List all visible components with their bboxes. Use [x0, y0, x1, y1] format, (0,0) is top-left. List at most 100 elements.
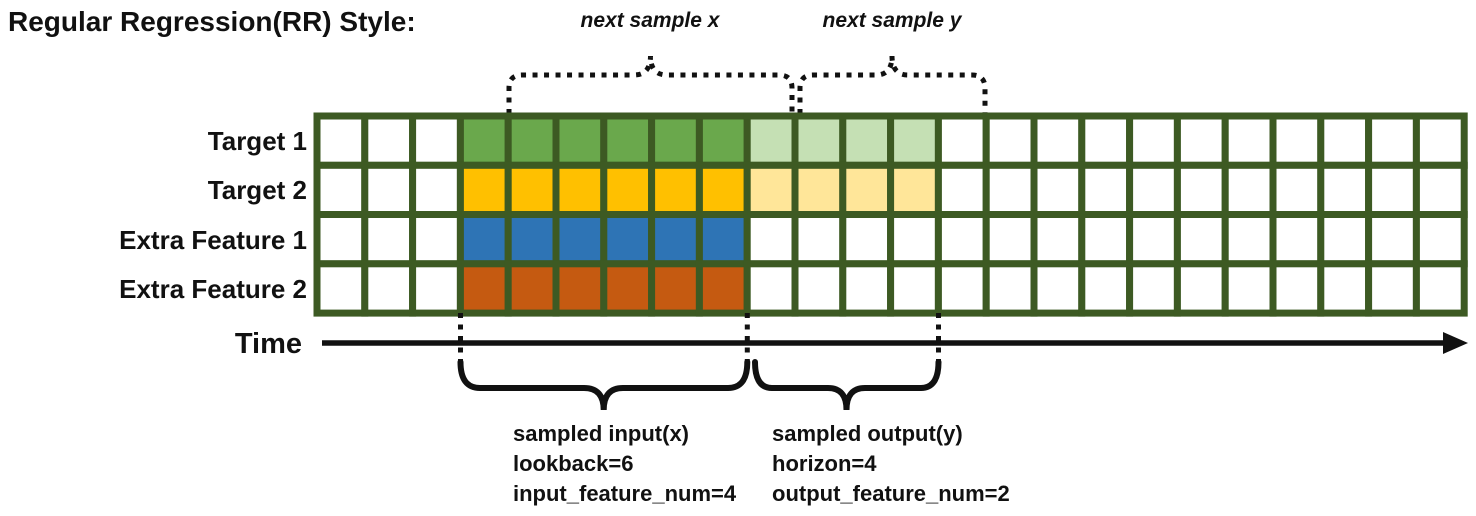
grid-cell	[313, 260, 369, 317]
grid-cell	[743, 211, 799, 268]
grid-cell	[361, 112, 417, 169]
grid-cell	[600, 211, 656, 268]
grid-cell	[1365, 260, 1420, 317]
grid-cell	[1317, 161, 1373, 219]
next-sample-x-brace	[506, 55, 795, 114]
grid-cell	[1365, 112, 1420, 169]
grid-cell	[409, 112, 464, 169]
grid-cell	[982, 260, 1038, 317]
sampled-input-annotation: sampled input(x) lookback=6 input_featur…	[513, 421, 737, 506]
grid-cell	[504, 260, 560, 317]
time-axis-label: Time	[235, 328, 302, 360]
grid-cell	[791, 161, 847, 219]
grid-cell	[934, 161, 990, 219]
grid-cell	[743, 260, 799, 317]
grid-cell	[1030, 211, 1086, 268]
grid-cell	[1317, 211, 1373, 268]
grid-cell	[1412, 112, 1468, 169]
grid-cell	[934, 112, 990, 169]
grid-cell	[1221, 211, 1277, 268]
grid-cell	[1078, 211, 1134, 268]
grid-cell	[1078, 112, 1134, 169]
grid-cell	[313, 112, 369, 169]
grid-cell	[409, 260, 464, 317]
time-axis-arrowhead-icon	[1443, 332, 1468, 354]
row-label-target-2: Target 2	[208, 175, 307, 205]
next-sample-x-label: next sample x	[581, 9, 721, 32]
grid-cell	[648, 161, 703, 219]
sampled-output-annotation: sampled output(y) horizon=4 output_featu…	[772, 421, 1010, 506]
grid-cell	[552, 260, 608, 317]
sampled-input-brace	[457, 359, 751, 411]
grid-cell	[1221, 161, 1277, 219]
grid-cell	[1030, 161, 1086, 219]
grid-cell	[409, 161, 464, 219]
grid-cell	[1269, 211, 1325, 268]
grid-cell	[791, 112, 847, 169]
grid-cell	[552, 161, 608, 219]
grid-cell	[552, 211, 608, 268]
grid-cell	[887, 112, 942, 169]
grid-cell	[600, 161, 656, 219]
grid-cell	[887, 211, 942, 268]
grid-cell	[839, 161, 895, 219]
grid-cell	[648, 260, 703, 317]
grid-cell	[1173, 211, 1229, 268]
grid-cell	[1173, 112, 1229, 169]
feature-time-grid	[313, 112, 1468, 317]
grid-cell	[1317, 260, 1373, 317]
grid-cell	[1078, 161, 1134, 219]
grid-cell	[887, 161, 942, 219]
grid-cell	[1412, 211, 1468, 268]
grid-cell	[1030, 112, 1086, 169]
grid-cell	[504, 112, 560, 169]
output-feature-num-value: output_feature_num=2	[772, 481, 1010, 506]
grid-cell	[695, 112, 751, 169]
grid-cell	[1365, 211, 1420, 268]
next-sample-y-brace	[797, 55, 988, 114]
grid-cell	[1269, 260, 1325, 317]
grid-cell	[695, 211, 751, 268]
row-label-extra-feature-2: Extra Feature 2	[119, 274, 307, 304]
grid-cell	[1317, 112, 1373, 169]
sampled-input-title: sampled input(x)	[513, 421, 689, 446]
grid-cell	[839, 112, 895, 169]
grid-cell	[504, 211, 560, 268]
grid-cell	[456, 112, 512, 169]
grid-cell	[695, 161, 751, 219]
grid-cell	[600, 260, 656, 317]
grid-cell	[1173, 260, 1229, 317]
grid-cell	[934, 260, 990, 317]
grid-cell	[982, 161, 1038, 219]
grid-cell	[839, 211, 895, 268]
grid-cell	[791, 211, 847, 268]
row-label-extra-feature-1: Extra Feature 1	[119, 225, 307, 255]
grid-cell	[1269, 112, 1325, 169]
grid-cell	[1221, 112, 1277, 169]
horizon-value: horizon=4	[772, 451, 877, 476]
grid-cell	[1173, 161, 1229, 219]
grid-cell	[456, 260, 512, 317]
grid-cell	[1412, 161, 1468, 219]
row-label-target-1: Target 1	[208, 126, 307, 156]
grid-cell	[1126, 211, 1181, 268]
grid-cell	[982, 112, 1038, 169]
grid-cell	[1078, 260, 1134, 317]
grid-cell	[887, 260, 942, 317]
grid-cell	[361, 161, 417, 219]
grid-cell	[743, 161, 799, 219]
grid-cell	[313, 211, 369, 268]
lookback-value: lookback=6	[513, 451, 633, 476]
grid-cell	[409, 211, 464, 268]
grid-cell	[648, 211, 703, 268]
input-feature-num-value: input_feature_num=4	[513, 481, 737, 506]
grid-cell	[456, 161, 512, 219]
grid-cell	[504, 161, 560, 219]
grid-cell	[695, 260, 751, 317]
grid-cell	[1412, 260, 1468, 317]
grid-cell	[1365, 161, 1420, 219]
grid-cell	[361, 211, 417, 268]
grid-cell	[1030, 260, 1086, 317]
grid-cell	[1126, 161, 1181, 219]
